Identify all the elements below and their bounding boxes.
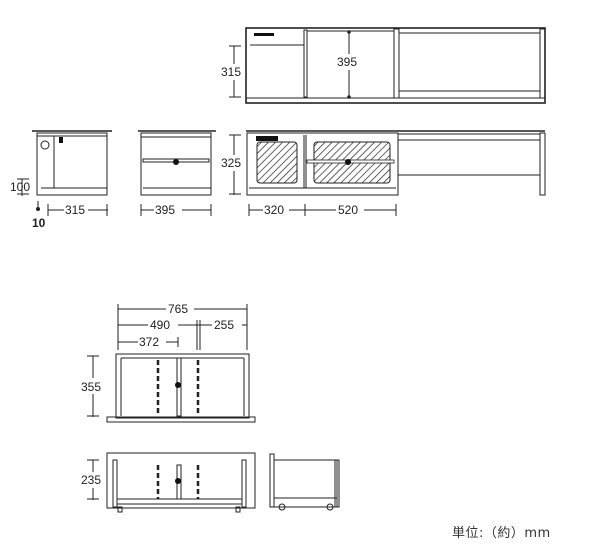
side-view: 100 10 315 — [10, 130, 112, 230]
dim-inner: 395 — [336, 30, 362, 99]
svg-text:235: 235 — [81, 473, 101, 487]
knob-icon — [173, 159, 179, 165]
svg-text:520: 520 — [338, 203, 358, 217]
knob-icon — [345, 159, 351, 165]
svg-text:765: 765 — [168, 302, 188, 316]
wheel-icon — [278, 503, 286, 511]
svg-text:395: 395 — [155, 203, 175, 217]
front-view: 325 320 520 — [220, 130, 546, 217]
top-view: 315 395 — [220, 27, 546, 104]
svg-text:490: 490 — [150, 318, 170, 332]
dim-base: 100 10 — [10, 178, 46, 230]
dim-front-height: 325 — [220, 134, 244, 195]
knob-icon — [175, 478, 181, 484]
unit-label: 単位:（約）mm — [452, 526, 551, 541]
mid-view: 395 — [138, 130, 216, 217]
svg-text:255: 255 — [214, 318, 234, 332]
svg-text:320: 320 — [264, 203, 284, 217]
drawer-side — [269, 453, 340, 511]
dim-drawer-height: 235 — [80, 459, 106, 500]
svg-text:315: 315 — [221, 65, 241, 79]
dim-mid-width: 395 — [140, 203, 212, 217]
svg-text:315: 315 — [65, 203, 85, 217]
dim-depth: 315 — [220, 45, 242, 98]
svg-text:355: 355 — [81, 380, 101, 394]
dim-lower-height: 355 — [80, 355, 106, 417]
svg-text:395: 395 — [337, 55, 357, 69]
lower-unit-dims: 765 490 255 372 — [117, 302, 248, 350]
lower-unit-front: 355 — [80, 353, 256, 423]
dim-side-depth: 315 — [47, 203, 108, 217]
svg-text:10: 10 — [32, 216, 46, 230]
svg-text:100: 100 — [10, 180, 30, 194]
wheel-icon — [326, 503, 334, 511]
svg-text:325: 325 — [221, 156, 241, 170]
drawer-front: 235 — [80, 452, 256, 513]
dim-front-widths: 320 520 — [248, 203, 397, 217]
glass-panel — [256, 141, 298, 184]
knob-icon — [175, 382, 181, 388]
svg-text:372: 372 — [139, 335, 159, 349]
